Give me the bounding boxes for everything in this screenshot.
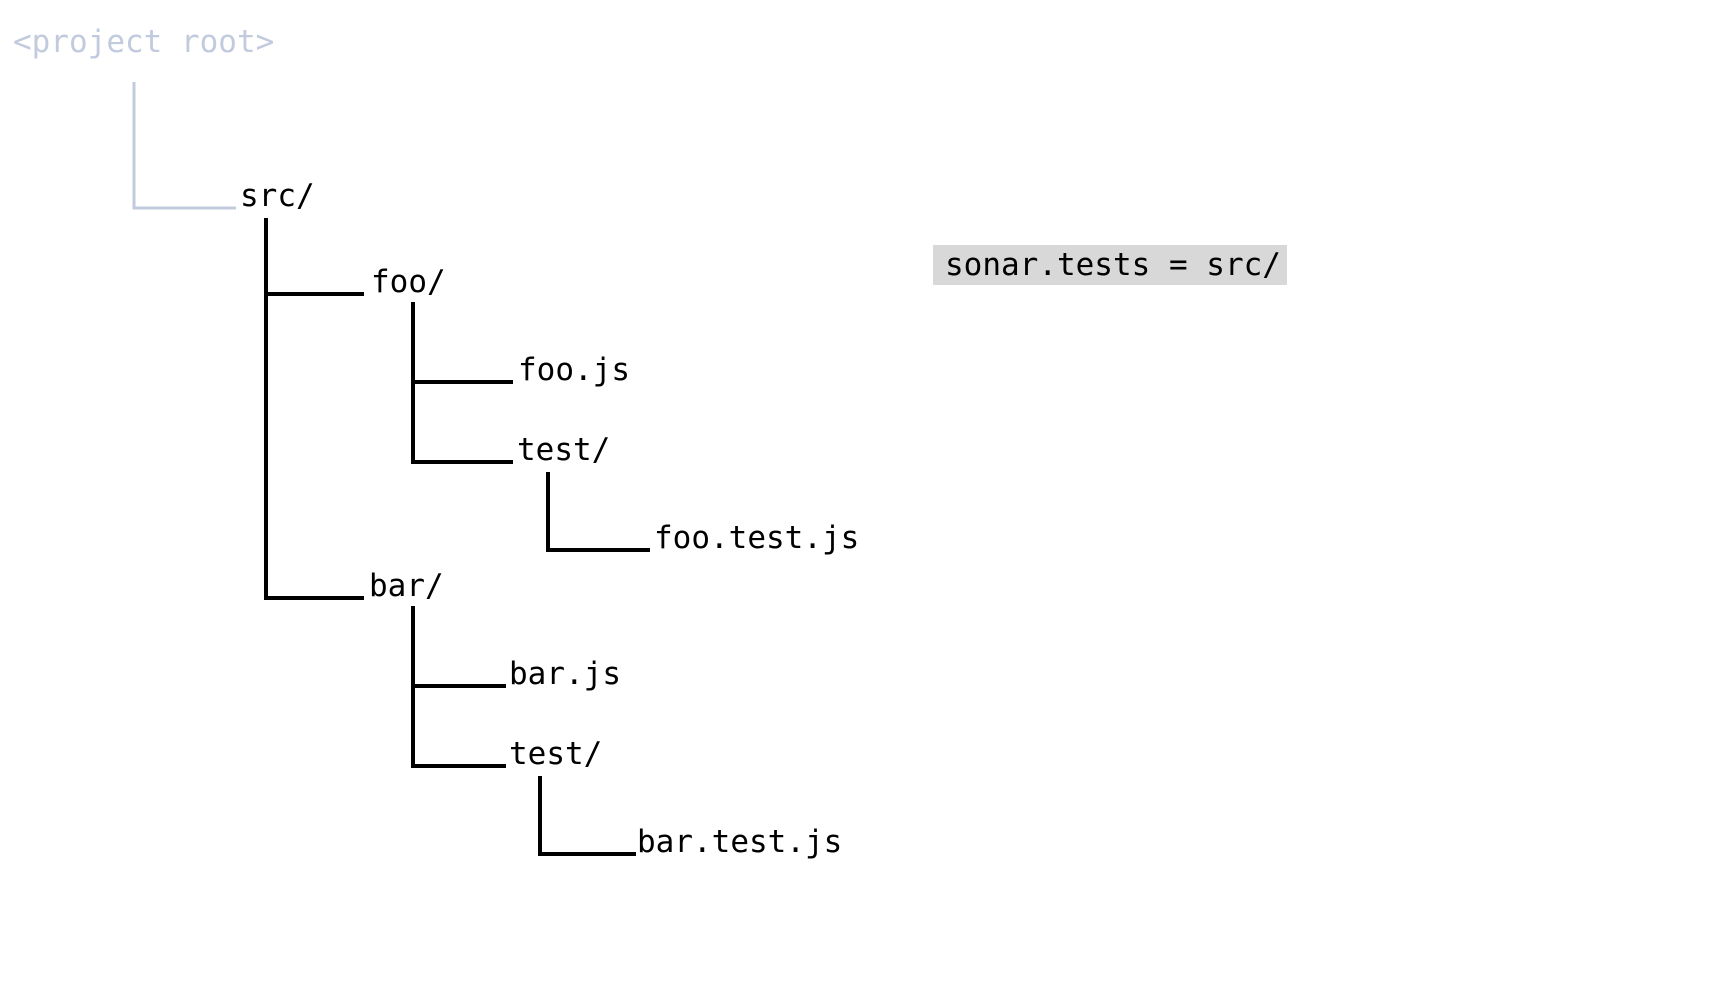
node-bar: bar/	[369, 568, 444, 604]
connector-footest-to-footestjs	[546, 472, 650, 552]
project-root-label: <project root>	[13, 24, 275, 60]
connector-root-to-src	[132, 82, 236, 210]
node-src: src/	[240, 178, 315, 214]
connector-bartest-to-bartestjs	[538, 776, 636, 856]
node-foo: foo/	[371, 264, 446, 300]
connector-bar-spine-to-test	[411, 606, 506, 768]
sonar-tests-annotation: sonar.tests = src/	[933, 245, 1287, 285]
connector-foo-spine-to-test	[411, 302, 513, 464]
node-foo-js: foo.js	[518, 352, 630, 388]
node-bar-test-js: bar.test.js	[637, 824, 843, 860]
node-bar-test: test/	[509, 736, 603, 772]
connector-src-spine-to-bar	[264, 218, 364, 600]
node-bar-js: bar.js	[509, 656, 621, 692]
node-foo-test-js: foo.test.js	[654, 520, 860, 556]
node-foo-test: test/	[517, 432, 611, 468]
